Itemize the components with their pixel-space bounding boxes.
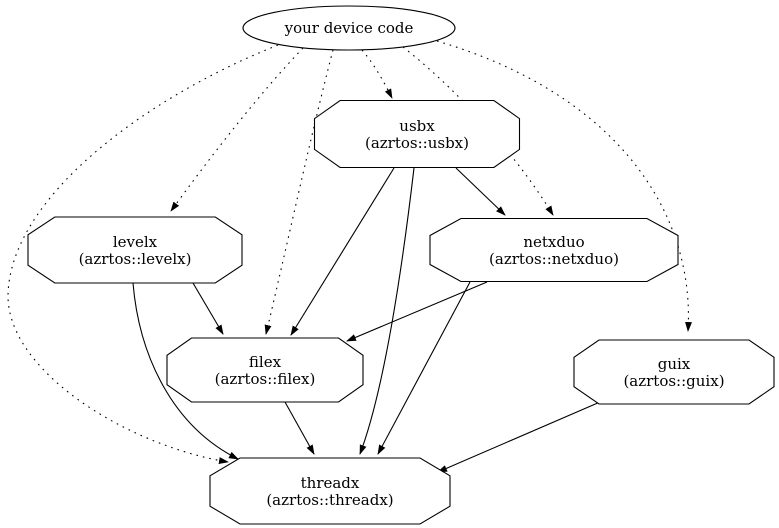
node-label-line: threadx <box>301 474 360 492</box>
node-label-line: usbx <box>399 117 435 135</box>
node-label-line: (azrtos::levelx) <box>79 250 192 268</box>
node-filex: filex(azrtos::filex) <box>166 337 364 403</box>
edge-device_code-levelx <box>170 47 304 212</box>
nodes-layer: your device codeusbx(azrtos::usbx)levelx… <box>27 5 775 525</box>
node-usbx-shape <box>313 99 521 169</box>
node-usbx-label: usbx(azrtos::usbx) <box>365 117 469 152</box>
node-filex-shape <box>166 337 364 403</box>
node-label-line: (azrtos::guix) <box>623 372 724 390</box>
node-label-line: filex <box>249 353 282 371</box>
node-label-line: (azrtos::filex) <box>215 370 316 388</box>
edge-netxduo-threadx <box>377 281 471 455</box>
edge-usbx-threadx <box>359 167 415 455</box>
node-label-line: (azrtos::usbx) <box>365 134 469 152</box>
edge-device_code-filex <box>264 49 334 335</box>
node-device_code: your device code <box>242 5 456 51</box>
node-threadx: threadx(azrtos::threadx) <box>209 457 451 525</box>
node-filex-label: filex(azrtos::filex) <box>215 353 316 388</box>
edge-levelx-filex <box>192 282 224 335</box>
edge-usbx-filex <box>290 167 395 336</box>
node-levelx-shape <box>27 216 243 284</box>
node-label-line: (azrtos::netxduo) <box>489 250 619 268</box>
node-threadx-label: threadx(azrtos::threadx) <box>266 474 393 509</box>
node-netxduo-shape <box>429 217 679 283</box>
edge-usbx-netxduo <box>455 167 506 216</box>
node-device_code-label: your device code <box>284 19 414 37</box>
edge-netxduo-filex <box>346 281 488 342</box>
node-guix-shape <box>573 339 775 405</box>
edge-filex-threadx <box>284 401 315 455</box>
node-guix: guix(azrtos::guix) <box>573 339 775 405</box>
edge-levelx-threadx <box>132 282 239 460</box>
node-usbx: usbx(azrtos::usbx) <box>313 99 521 169</box>
edge-device_code-usbx <box>361 49 393 99</box>
node-guix-label: guix(azrtos::guix) <box>623 355 724 390</box>
node-levelx-label: levelx(azrtos::levelx) <box>79 233 192 268</box>
node-label-line: netxduo <box>523 233 584 251</box>
node-netxduo: netxduo(azrtos::netxduo) <box>429 217 679 283</box>
edges-layer <box>7 40 693 473</box>
node-netxduo-label: netxduo(azrtos::netxduo) <box>489 233 619 268</box>
node-device_code-shape <box>242 5 456 51</box>
edge-device_code-guix <box>436 40 693 332</box>
node-levelx: levelx(azrtos::levelx) <box>27 216 243 284</box>
node-label-line: (azrtos::threadx) <box>266 491 393 509</box>
node-threadx-shape <box>209 457 451 525</box>
edge-guix-threadx <box>437 401 601 473</box>
node-label-line: guix <box>658 355 691 373</box>
node-label-line: your device code <box>284 19 414 37</box>
node-label-line: levelx <box>113 233 158 251</box>
